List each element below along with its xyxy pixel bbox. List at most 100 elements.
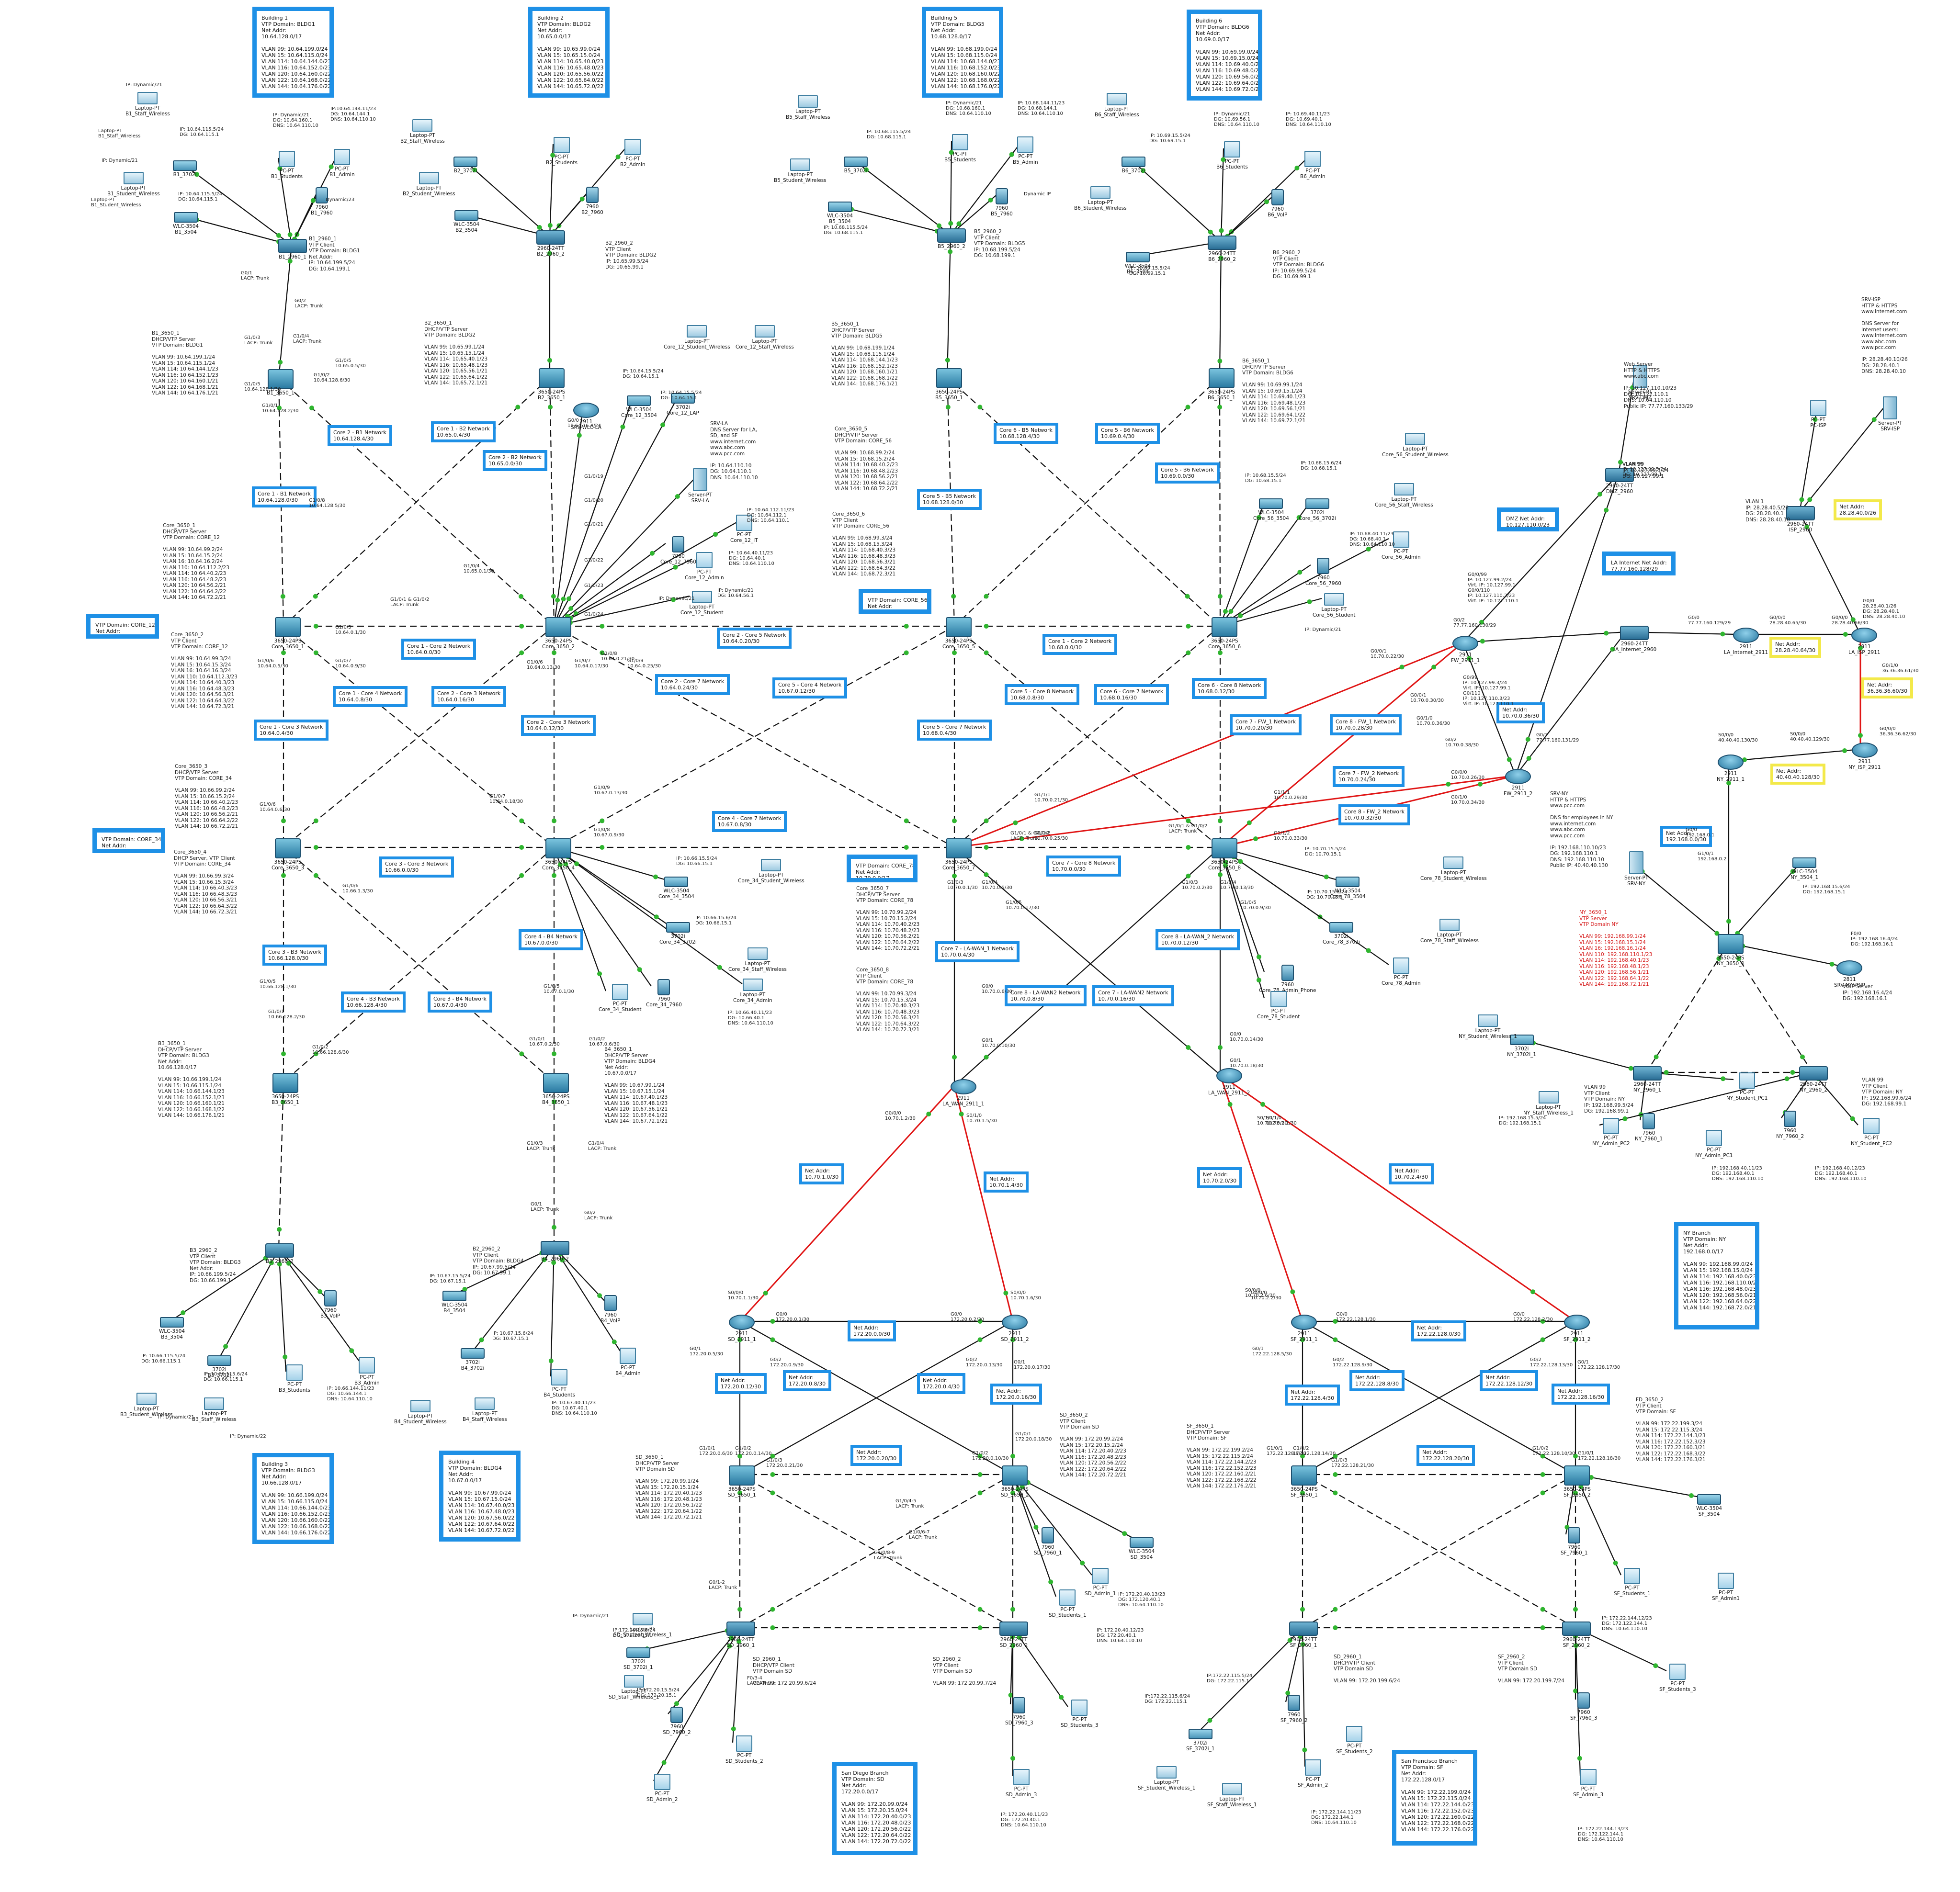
device-ny-3650[interactable]: 3650-24PS NY_3650_1 (1717, 934, 1745, 967)
device-core7[interactable]: 3650-24PS Core_3650_7 (942, 838, 975, 871)
device-c34-wlc[interactable]: WLC-3504 Core_34_3504 (658, 877, 694, 900)
device-ny-pc2[interactable]: PC-PT NY_Admin_PC1 (1695, 1130, 1733, 1159)
device-sd-ph1[interactable]: 7960 SD_7960_1 (1034, 1527, 1062, 1556)
device-c78-wlc[interactable]: WLC-3504 Core_78_3504 (1330, 877, 1366, 900)
device-sf-ph2[interactable]: 7960 SF_7960_2 (1280, 1695, 1308, 1723)
device-c56-pc2[interactable]: Laptop-PT Core_56_Student (1313, 593, 1356, 618)
device-b6-ph[interactable]: 7960 B6_VoIP (1268, 189, 1287, 218)
device-core5[interactable]: 3650-24PS Core_3650_5 (942, 617, 975, 650)
device-ny-pc1[interactable]: PC-PT NY_Student_PC1 (1726, 1072, 1767, 1101)
device-sf-l1[interactable]: Laptop-PT SF_Student_Wireless_1 (1138, 1766, 1195, 1791)
device-c78-ap[interactable]: 3702i Core_78_3702i (1323, 922, 1360, 945)
device-b3-l1[interactable]: Laptop-PT B3_Student_Wireless (120, 1393, 173, 1418)
device-c78-l1[interactable]: Laptop-PT Core_78_Student_Wireless (1420, 856, 1487, 881)
device-c56-ap[interactable]: 3702i Core_56_3702i (1299, 498, 1336, 521)
device-b4-ph[interactable]: 7960 B4_VoIP (600, 1295, 620, 1324)
device-b2-pc1[interactable]: PC-PT B2_Students (546, 137, 578, 166)
device-sd-wlc[interactable]: WLC-3504 SD_3504 (1129, 1537, 1155, 1560)
device-ny-pc3[interactable]: PC-PT NY_Admin_PC2 (1592, 1118, 1630, 1147)
device-b5-pc2[interactable]: PC-PT B5_Admin (1013, 136, 1038, 165)
device-b2-3702[interactable]: B2_3702i (453, 157, 477, 174)
device-b6-3650[interactable]: 3650-24PS B6_3650_1 (1208, 368, 1235, 401)
device-sd-pc6[interactable]: PC-PT SD_Admin_3 (1006, 1769, 1037, 1798)
device-ny-voip[interactable]: 2811 SRV-NY-VOIP (1834, 960, 1865, 988)
device-ny-rt[interactable]: 2911 NY_2911_1 (1717, 755, 1745, 782)
device-b6-pc1[interactable]: PC-PT B6_Students (1216, 141, 1248, 170)
device-sd-3650a[interactable]: 3650-24PS SD_3650_1 (728, 1465, 756, 1498)
device-b1-ph[interactable]: 7960 B1_7960 (311, 187, 333, 216)
device-sd-3650b[interactable]: 3650-24PS SD_3650_2 (1001, 1465, 1029, 1498)
device-lawan1[interactable]: 2911 LA_WAN_2911_1 (942, 1079, 984, 1107)
device-b5-pc1[interactable]: PC-PT B5_Students (944, 134, 976, 163)
device-c12-pc1[interactable]: PC-PT Core_12_IT (730, 515, 758, 543)
device-b2-wlc[interactable]: WLC-3504 B2_3504 (453, 210, 479, 233)
device-sf-3650a[interactable]: 3650-24PS SF_3650_1 (1291, 1465, 1318, 1498)
device-sf-rt1[interactable]: 2911 SF_2911_1 (1291, 1315, 1318, 1342)
device-b1-wlc[interactable]: WLC-3504 B1_3504 (173, 212, 199, 235)
device-c56-l1[interactable]: Laptop-PT Core_56_Student_Wireless (1382, 433, 1449, 458)
device-b2-l1[interactable]: Laptop-PT B2_Staff_Wireless (400, 119, 445, 144)
device-ny-l2[interactable]: Laptop-PT NY_Staff_Wireless_1 (1523, 1091, 1574, 1116)
device-c12-rt[interactable]: 2911 SRV-WLC-LA (571, 403, 601, 430)
device-core2[interactable]: 3650-24PS Core_3650_2 (542, 617, 575, 650)
device-c56-wlc[interactable]: WLC-3504 Core_56_3504 (1253, 498, 1289, 521)
device-c34-l2[interactable]: Laptop-PT Core_34_Staff_Wireless (728, 947, 787, 972)
device-c56-ph[interactable]: 7960 Core_56_7960 (1305, 558, 1341, 586)
device-sf-ph3[interactable]: 7960 SF_7960_3 (1570, 1692, 1597, 1721)
device-sd-pc2[interactable]: PC-PT SD_Students_1 (1049, 1589, 1087, 1618)
device-c34-l1[interactable]: Laptop-PT Core_34_Student_Wireless (738, 859, 804, 884)
device-b5-l2[interactable]: Laptop-PT B5_Student_Wireless (774, 158, 827, 183)
device-fw2[interactable]: 2911 FW_2911_2 (1504, 769, 1532, 797)
device-la-sw[interactable]: 2960-24TT LA_Internet_2960 (1612, 626, 1656, 653)
device-b5-3702[interactable]: B5_3702i (844, 157, 868, 174)
device-srvla[interactable]: Server-PT SRV-LA (688, 468, 712, 504)
device-sf-ph1[interactable]: 7960 SF_7960_1 (1561, 1527, 1588, 1556)
device-dmz-sw[interactable]: 2960-24TT DMZ_2960 (1605, 468, 1634, 495)
device-ny-ph1[interactable]: 7960 NY_7960_1 (1635, 1113, 1663, 1142)
device-c78-pc1[interactable]: PC-PT Core_78_Student (1257, 991, 1300, 1020)
device-b4-pc2[interactable]: PC-PT B4_Admin (615, 1348, 641, 1376)
device-sf-pc3[interactable]: PC-PT SF_Students_2 (1336, 1726, 1373, 1755)
device-b2-2960[interactable]: 2960-24TT B2_2960_2 (536, 230, 565, 257)
device-b2-pc2[interactable]: PC-PT B2_Admin (620, 139, 646, 168)
device-sf-pc2[interactable]: PC-PT SF_Students_1 (1614, 1568, 1651, 1597)
device-sd-ph3[interactable]: 7960 SD_7960_3 (1005, 1697, 1033, 1726)
device-sf-3650b[interactable]: 3650-24PS SF_3650_2 (1563, 1465, 1591, 1498)
device-sf-wlc[interactable]: WLC-3504 SF_3504 (1696, 1494, 1722, 1517)
device-b1-3650[interactable]: B1_3650_1 (267, 369, 295, 396)
device-b2-ph[interactable]: 7960 B2_7960 (581, 187, 603, 215)
device-lawan2[interactable]: 2911 LA_WAN_2911_2 (1208, 1068, 1250, 1096)
device-b1-l2[interactable]: Laptop-PT B1_Student_Wireless (107, 172, 160, 197)
device-c12-ap[interactable]: 3702i Core_12_LAP (667, 393, 699, 416)
device-sf-pc4[interactable]: PC-PT SF_Students_3 (1659, 1664, 1696, 1692)
device-b3-wlc[interactable]: WLC-3504 B3_3504 (159, 1317, 185, 1340)
device-core6[interactable]: 3650-24PS Core_3650_6 (1208, 617, 1241, 650)
device-b6-2960[interactable]: 2960-24TT B6_2960_2 (1208, 236, 1236, 262)
device-b3-pc1[interactable]: PC-PT B3_Students (279, 1364, 310, 1393)
device-sd-rt1[interactable]: 2911 SD_2911_1 (728, 1315, 756, 1342)
device-b5-2960[interactable]: B5_2960_2 (937, 228, 966, 249)
device-c34-ap[interactable]: 3702i Core_34_3702i (659, 922, 697, 945)
device-b5-wlc[interactable]: WLC-3504 B5_3504 (827, 202, 853, 225)
device-c12-l1[interactable]: Laptop-PT Core_12_Student_Wireless (664, 325, 730, 350)
device-sd-ap[interactable]: 3702i SD_3702i_1 (623, 1647, 653, 1670)
device-ny-wlc[interactable]: WLC-3504 NY_3504_1 (1790, 857, 1818, 880)
device-fw1[interactable]: 2911 FW_2911_1 (1451, 636, 1480, 664)
device-b4-pc1[interactable]: PC-PT B4_Students (544, 1369, 575, 1398)
device-b5-l1[interactable]: Laptop-PT B5_Staff_Wireless (786, 95, 830, 120)
device-sf-2960a[interactable]: 2960-24TT SF_2960_1 (1289, 1622, 1318, 1648)
device-b6-3702[interactable]: B6_3702i (1122, 157, 1145, 174)
device-sd-2960b[interactable]: 2960-24TT SD_2960_2 (999, 1622, 1028, 1648)
device-c12-l2[interactable]: Laptop-PT Core_12_Staff_Wireless (736, 325, 794, 350)
device-sd-pc3[interactable]: PC-PT SD_Students_2 (725, 1735, 763, 1764)
device-c56-l2[interactable]: Laptop-PT Core_56_Staff_Wireless (1375, 483, 1433, 508)
device-c78-pc2[interactable]: PC-PT Core_78_Admin (1382, 957, 1421, 986)
device-b4-l1[interactable]: Laptop-PT B4_Student_Wireless (394, 1400, 447, 1425)
device-sf-l2[interactable]: Laptop-PT SF_Staff_Wireless_1 (1207, 1783, 1257, 1808)
device-ny-ap[interactable]: 3702i NY_3702i_1 (1507, 1035, 1536, 1058)
device-ny-sw1[interactable]: 2960-24TT NY_2960_1 (1633, 1066, 1662, 1093)
device-core1[interactable]: 3650-24PS Core_3650_1 (272, 617, 304, 650)
device-b6-wlc[interactable]: WLC-3504 B6_3504 (1125, 252, 1151, 275)
device-b1-pc1[interactable]: PC-PT B1_Students (271, 151, 303, 180)
device-sd-l1[interactable]: Laptop-PT SD_Student_Wireless_1 (613, 1613, 672, 1638)
